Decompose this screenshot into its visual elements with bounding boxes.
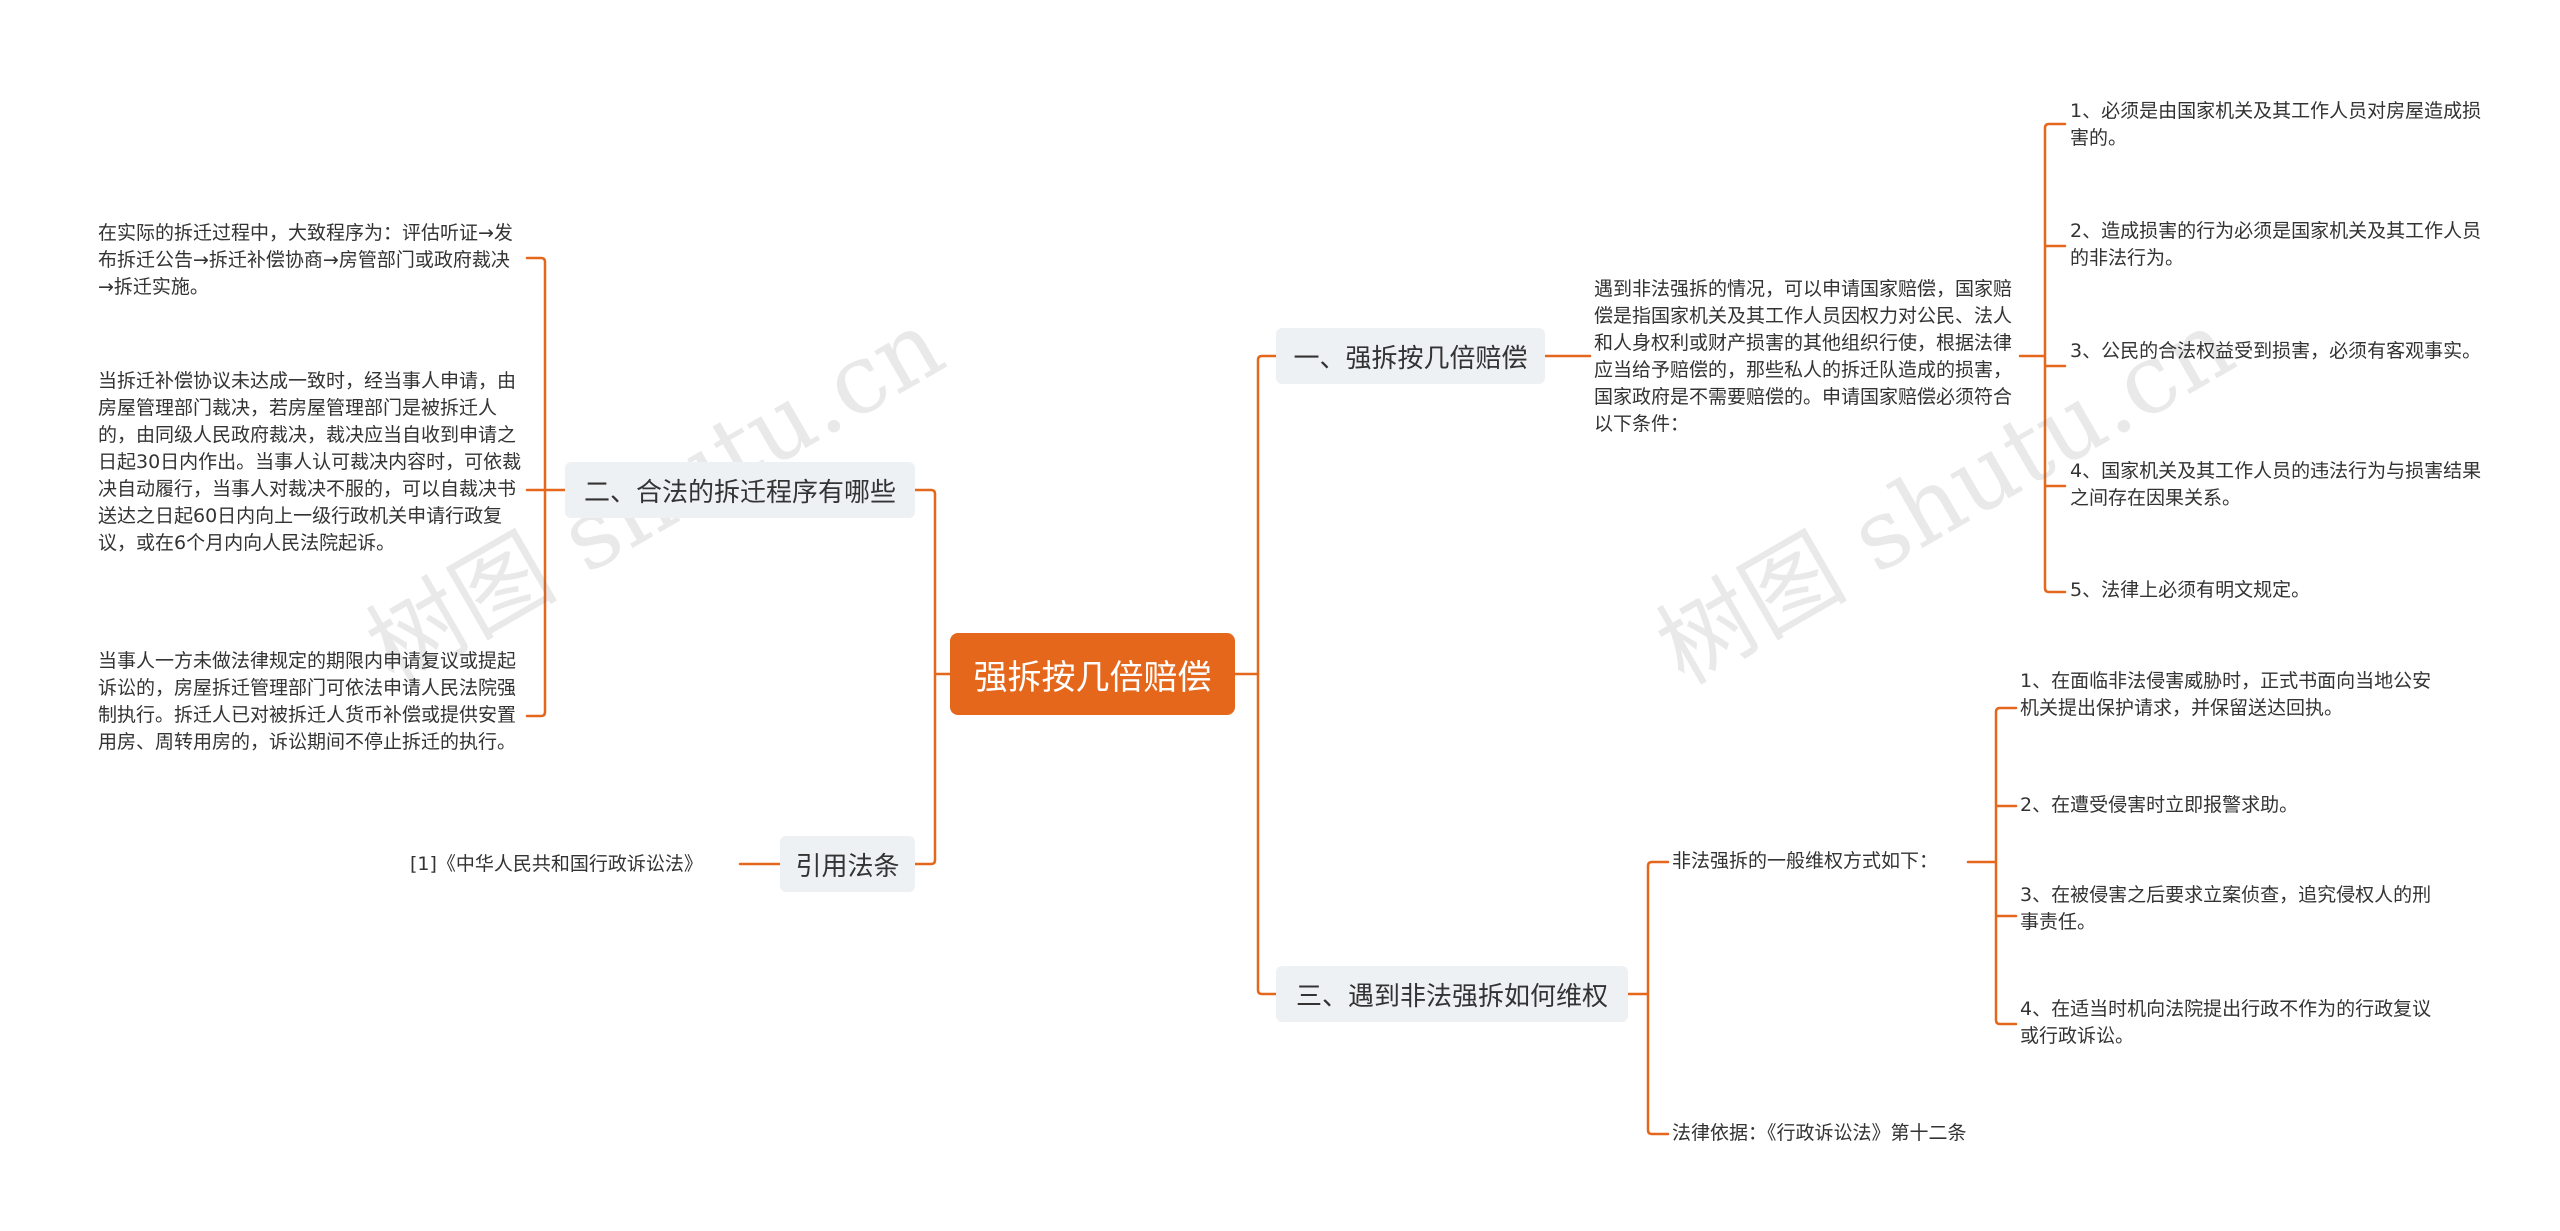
condition-1: 1、必须是由国家机关及其工作人员对房屋造成损害的。 [2070, 100, 2482, 149]
connector-sub-methods [1966, 706, 2018, 1026]
rights-method-3: 3、在被侵害之后要求立案侦查，追究侵权人的刑事责任。 [2020, 884, 2432, 933]
branch-cited-law[interactable]: 引用法条 [780, 836, 915, 892]
condition-5: 5、法律上必须有明文规定。 [2070, 579, 2311, 601]
rights-method-4: 4、在适当时机向法院提出行政不作为的行政复议或行政诉讼。 [2020, 998, 2432, 1047]
branch-compensation-multiple[interactable]: 一、强拆按几倍赔偿 [1276, 328, 1545, 384]
cited-law-item: [1]《中华人民共和国行政诉讼法》 [410, 853, 703, 875]
legal-basis: 法律依据：《行政诉讼法》第十二条 [1672, 1122, 1967, 1144]
branch-illegal-demolition-rights[interactable]: 三、遇到非法强拆如何维权 [1276, 966, 1628, 1022]
condition-3: 3、公民的合法权益受到损害，必须有客观事实。 [2070, 340, 2482, 362]
condition-4: 4、国家机关及其工作人员的违法行为与损害结果之间存在因果关系。 [2070, 460, 2482, 509]
connector-b3-sub [1626, 860, 1670, 1136]
condition-2: 2、造成损害的行为必须是国家机关及其工作人员的非法行为。 [2070, 220, 2482, 269]
procedure-item-2: 当拆迁补偿协议未达成一致时，经当事人申请，由房屋管理部门裁决，若房屋管理部门是被… [98, 370, 522, 554]
compensation-description: 遇到非法强拆的情况，可以申请国家赔偿，国家赔偿是指国家机关及其工作人员因权力对公… [1594, 278, 2013, 435]
procedure-item-1: 在实际的拆迁过程中，大致程序为：评估听证→发布拆迁公告→拆迁补偿协商→房管部门或… [98, 222, 513, 298]
connector-root-right [1233, 354, 1278, 996]
connector-b2-items [525, 256, 567, 718]
rights-method-1: 1、在面临非法侵害威胁时，正式书面向当地公安机关提出保护请求，并保留送达回执。 [2020, 670, 2432, 719]
procedure-item-3: 当事人一方未做法律规定的期限内申请复议或提起诉讼的，房屋拆迁管理部门可依法申请人… [98, 650, 517, 753]
rights-methods-intro: 非法强拆的一般维权方式如下： [1672, 850, 1939, 872]
connector-desc-conditions [2018, 122, 2067, 594]
branch-legal-procedure[interactable]: 二、合法的拆迁程序有哪些 [565, 462, 915, 518]
connector-root-left [913, 488, 952, 866]
root-node[interactable]: 强拆按几倍赔偿 [950, 633, 1235, 715]
rights-method-2: 2、在遭受侵害时立即报警求助。 [2020, 794, 2299, 816]
